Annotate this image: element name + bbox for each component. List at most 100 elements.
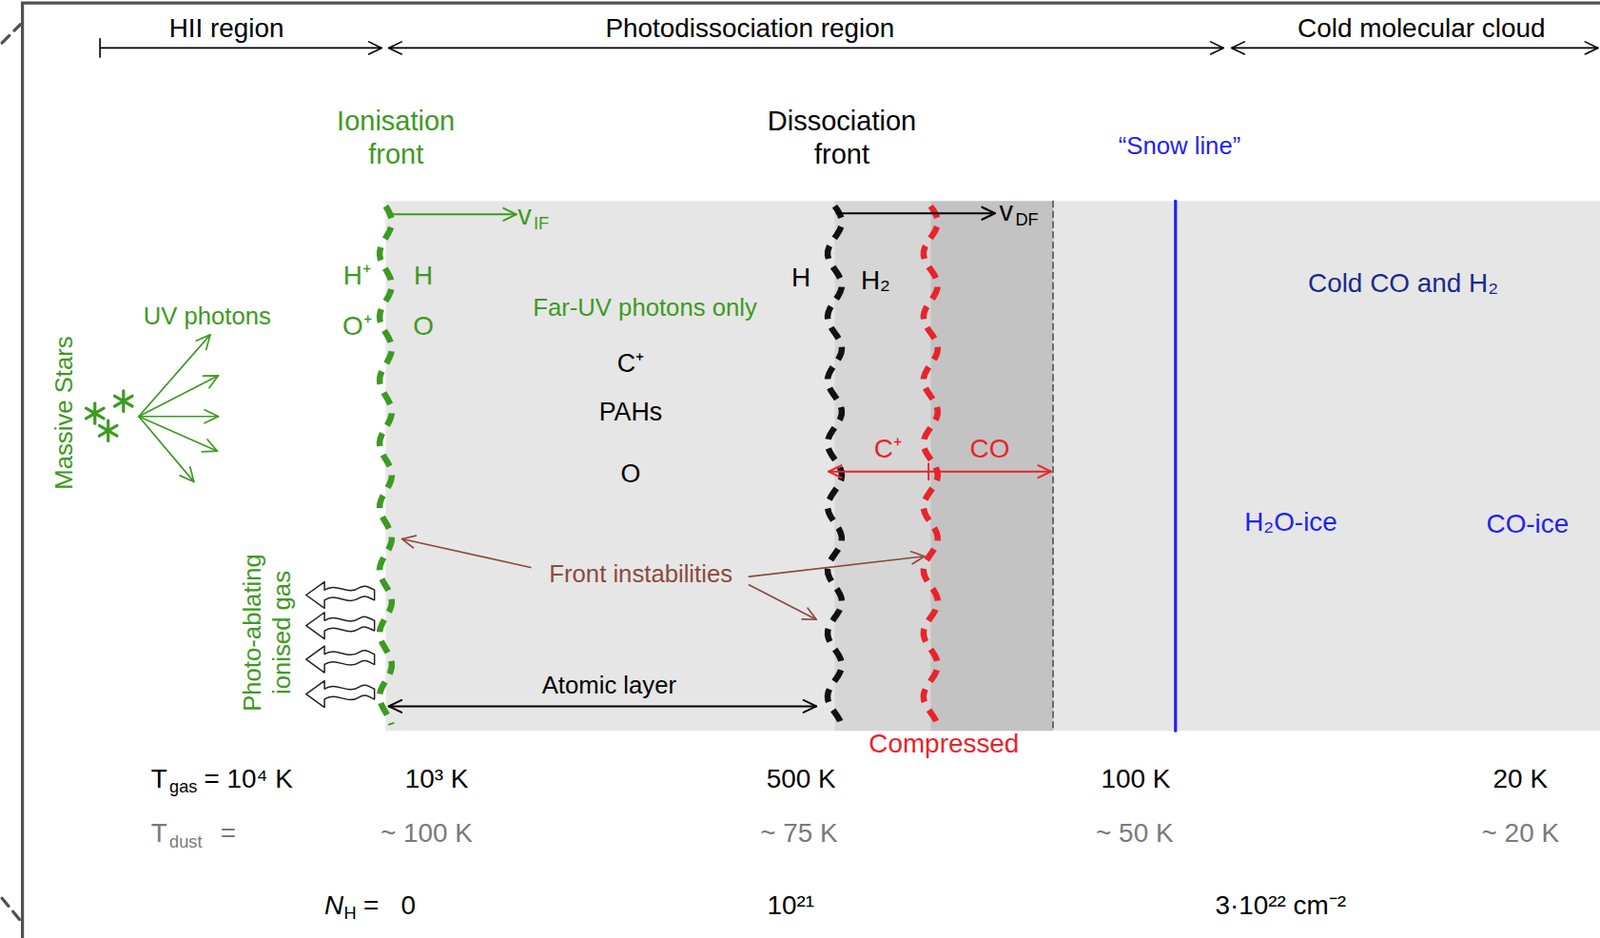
- leader-line-head: [402, 535, 417, 548]
- diagram-label: ~ 50 K: [1095, 818, 1173, 850]
- layer-tick: [927, 463, 930, 480]
- star-symbol: [98, 425, 118, 436]
- zoom-line: [1, 897, 20, 921]
- band-label: Front instabilities: [538, 558, 743, 588]
- uv-arrow: [138, 416, 195, 483]
- compressed-band: [930, 200, 1054, 731]
- ablation-arrow: [306, 612, 375, 640]
- region-arrow: [389, 47, 1224, 50]
- band-label: Cold CO and H₂: [1307, 267, 1499, 299]
- diagram-label: Ionisation front: [306, 104, 486, 172]
- diagram-label: 100 K: [1100, 762, 1171, 795]
- ablation-arrow: [306, 681, 375, 708]
- region-arrow-head: [1584, 41, 1599, 55]
- region-arrow: [99, 47, 382, 50]
- compression-edge: [1052, 200, 1054, 731]
- diagram-label: “Snow line”: [1118, 131, 1242, 161]
- star-symbol: [115, 395, 134, 407]
- band-label: O: [412, 310, 434, 342]
- star-symbol: [85, 408, 104, 419]
- diagram-label: = 10⁴ K: [204, 762, 293, 795]
- co-front: [923, 206, 938, 725]
- band-label: IF: [533, 214, 549, 235]
- leader-line: [748, 585, 817, 620]
- diagram-label: H: [344, 903, 357, 925]
- uv-arrow: [138, 334, 211, 417]
- band-label: C⁺: [617, 348, 644, 379]
- diagram-label: 10²¹: [766, 889, 815, 921]
- diagram-label: O⁺: [342, 311, 372, 343]
- band-label: H: [791, 261, 811, 293]
- layer-arrow: [828, 470, 1052, 473]
- diagram-label: dust: [169, 832, 202, 854]
- uv-arrow-head: [204, 409, 218, 424]
- diagram-label: =: [220, 818, 236, 850]
- leader-line: [748, 556, 925, 577]
- band-label: Far-UV photons only: [532, 292, 758, 322]
- star-symbol: [115, 395, 134, 407]
- uv-arrow-head: [195, 334, 211, 351]
- layer-arrow-head: [828, 465, 842, 478]
- diagram-label: 500 K: [766, 762, 837, 795]
- star-symbol: [85, 408, 104, 419]
- diagram-label: ~ 20 K: [1482, 818, 1560, 850]
- diagram-label: UV photons: [143, 300, 272, 331]
- region-arrow-head: [1210, 41, 1225, 55]
- uv-arrow-head: [179, 467, 195, 483]
- diagram-label: = 0: [363, 889, 416, 921]
- leader-line: [402, 538, 531, 567]
- diagram-label: ~ 100 K: [380, 818, 473, 850]
- region-arrow-head: [389, 41, 403, 55]
- region-arrow-head: [369, 41, 383, 55]
- velocity-arrow-head: [981, 207, 996, 220]
- pdr-band: [385, 200, 1600, 731]
- snow-line: [1173, 200, 1177, 731]
- layer-arrow: [389, 704, 817, 707]
- ionisation-front: [379, 206, 392, 725]
- velocity-arrow: [837, 212, 996, 215]
- diagram-label: Cold molecular cloud: [1297, 12, 1545, 44]
- band-label: PAHs: [599, 396, 664, 428]
- band-label: Atomic layer: [542, 669, 677, 700]
- ablation-arrow: [306, 582, 375, 609]
- frame-border: [22, 2, 1600, 938]
- diagram-label: HII region: [169, 12, 285, 44]
- ablation-arrow: [306, 645, 375, 673]
- diagram-label: 10³ K: [405, 762, 469, 795]
- dissociation-front: [827, 206, 842, 725]
- band-label: CO-ice: [1486, 508, 1570, 541]
- band-label: v: [998, 195, 1014, 229]
- band-label: H: [413, 259, 433, 292]
- diagram-label: Massive Stars: [48, 336, 79, 490]
- pdr-band-region: vIFHOFar-UV photons onlyC⁺PAHsOvDFHH₂C⁺C…: [386, 200, 1600, 731]
- leader-line-head: [801, 607, 817, 620]
- uv-arrow: [138, 416, 218, 451]
- band-label: H₂: [860, 264, 891, 296]
- star-symbol: [98, 425, 118, 436]
- region-arrow: [1231, 47, 1599, 50]
- diagram-label: Photodissociation region: [604, 12, 895, 44]
- uv-arrow-head: [202, 375, 218, 389]
- band-label: O: [620, 458, 641, 489]
- diagram-label: ~ 75 K: [760, 818, 838, 850]
- band-label: H₂O-ice: [1244, 506, 1338, 538]
- h2-band: [834, 200, 931, 731]
- band-label: DF: [1014, 210, 1038, 232]
- uv-arrow-head: [201, 439, 217, 452]
- layer-arrow-head: [1037, 465, 1052, 478]
- diagram-label: T: [151, 818, 168, 850]
- zoom-line: [1, 24, 20, 43]
- diagram-label: Dissociation front: [741, 104, 941, 172]
- band-label: CO: [970, 432, 1011, 465]
- diagram-label: Photo-ablating ionised gas: [237, 530, 297, 736]
- diagram-label: H⁺: [343, 259, 371, 292]
- band-label: v: [517, 198, 532, 233]
- diagram-label: gas: [169, 777, 197, 799]
- band-label: C⁺: [874, 432, 902, 465]
- velocity-arrow: [388, 213, 517, 215]
- diagram-label: Compressed: [868, 727, 1019, 760]
- diagram-label: 20 K: [1493, 762, 1548, 795]
- layer-arrow-head: [389, 700, 403, 713]
- velocity-arrow-head: [503, 208, 517, 221]
